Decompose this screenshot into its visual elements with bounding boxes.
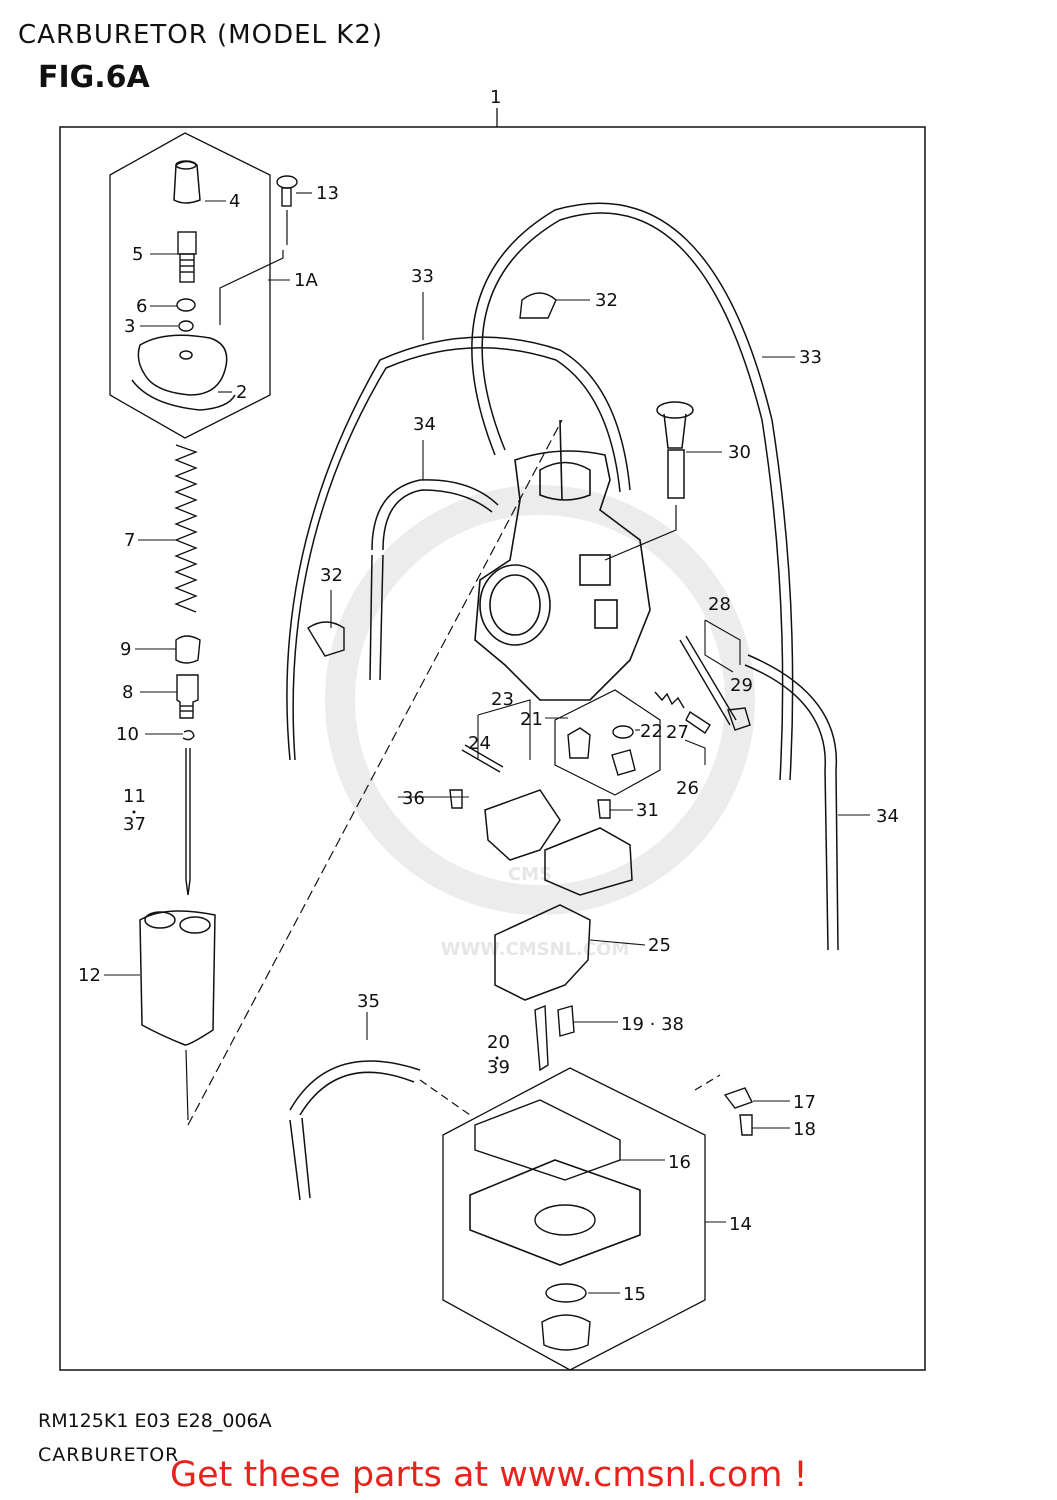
float-chamber-group-outline (442, 1067, 706, 1371)
gasket-16 (474, 1099, 621, 1181)
callout-25: 25 (648, 935, 671, 956)
leader-lines (104, 192, 870, 1294)
callout-7: 7 (124, 530, 135, 551)
callout-20: 20 (487, 1032, 510, 1053)
float-chamber-part (469, 1159, 641, 1266)
callout-5: 5 (132, 244, 143, 265)
page-title: CARBURETOR (MODEL K2) (18, 20, 384, 50)
callout-11: 11 (123, 786, 146, 807)
o-ring-15 (545, 1283, 587, 1303)
diagram-caption: CARBURETOR (38, 1444, 180, 1466)
spring-part (174, 444, 198, 613)
callout-15: 15 (623, 1284, 646, 1305)
callout-1A: 1A (294, 270, 318, 291)
callout-21: 21 (520, 709, 543, 730)
washer-part (178, 320, 194, 332)
callout-8: 8 (122, 682, 133, 703)
drain-hose-35 (289, 1060, 421, 1116)
hose-clamp-32a (519, 292, 557, 319)
air-screw-part (656, 401, 694, 499)
callout-10: 10 (116, 724, 139, 745)
callout-36: 36 (402, 788, 425, 809)
callout-35: 35 (357, 991, 380, 1012)
watermark: CMS WWW.CMSNL.COM (325, 485, 755, 960)
main-jet-part (557, 1005, 575, 1037)
screw-18 (739, 1114, 753, 1136)
callout-18: 18 (793, 1119, 816, 1140)
callout-1: 1 (490, 87, 501, 108)
callout-17: 17 (793, 1092, 816, 1113)
callout-32-top: 32 (595, 290, 618, 311)
promo-link[interactable]: Get these parts at www.cmsnl.com ! (170, 1455, 808, 1495)
pilot-jet-part (567, 727, 591, 759)
screw-part (276, 175, 298, 207)
callout-32-left: 32 (320, 565, 343, 586)
vent-hose-33a (286, 336, 631, 761)
vent-hose-33b (481, 212, 784, 781)
callout-23: 23 (491, 689, 514, 710)
callout-24: 24 (468, 733, 491, 754)
screw-36 (449, 789, 463, 809)
needle-valve-part (544, 827, 633, 896)
callout-3: 3 (124, 316, 135, 337)
callout-22: 22 (640, 721, 663, 742)
pilot-spring-part (654, 691, 685, 709)
callout-2: 2 (236, 382, 247, 403)
idle-screw-part (679, 635, 737, 726)
bracket-17 (723, 1087, 753, 1109)
figure-label: FIG.6A (38, 60, 150, 95)
callout-6: 6 (136, 296, 147, 317)
callout-34-left: 34 (413, 414, 436, 435)
top-cover-part (131, 334, 236, 411)
needle-jet-part (534, 1004, 549, 1072)
baffle-plate-part (494, 904, 591, 1001)
callout-30: 30 (728, 442, 751, 463)
callout-28: 28 (708, 594, 731, 615)
callout-13: 13 (316, 183, 339, 204)
jet-group-outline (554, 689, 661, 796)
float-pin-part (461, 744, 504, 773)
diagram-code: RM125K1 E03 E28_006A (38, 1410, 272, 1432)
callout-33-left: 33 (411, 266, 434, 287)
callout-39: 39 (487, 1057, 510, 1078)
float-part (484, 789, 561, 861)
o-ring-22 (612, 725, 634, 739)
watermark-url: WWW.CMSNL.COM (441, 939, 630, 960)
nut-part (176, 298, 196, 312)
callout-26: 26 (676, 778, 699, 799)
callout-19-38: 19 · 38 (621, 1014, 684, 1035)
callout-29: 29 (730, 675, 753, 696)
assembly-frame (59, 126, 926, 1371)
needle-clip (182, 729, 195, 741)
carburetor-body (474, 419, 651, 701)
pilot-screw-part (685, 710, 711, 734)
watermark-logo: CMS (508, 864, 552, 885)
top-cap-group-outline (109, 132, 271, 439)
callout-33-right: 33 (799, 347, 822, 368)
needle-holder-part (176, 674, 199, 719)
overflow-hose-34b (744, 664, 829, 951)
idle-nut-part (727, 707, 751, 731)
needle-clip-seat (175, 635, 201, 664)
callout-34-right: 34 (876, 806, 899, 827)
callout-31: 31 (636, 800, 659, 821)
hose-clamp-32b (307, 621, 345, 657)
overflow-hose-34a (371, 479, 499, 551)
callout-9: 9 (120, 639, 131, 660)
callout-14: 14 (729, 1214, 752, 1235)
jet-needle-part (185, 748, 191, 896)
callout-16: 16 (668, 1152, 691, 1173)
cap-part (173, 160, 201, 204)
throttle-valve-part (139, 910, 216, 1046)
adjuster-part (177, 231, 197, 283)
callout-4: 4 (229, 191, 240, 212)
callout-12: 12 (78, 965, 101, 986)
main-jet-holder (611, 749, 636, 776)
callout-27: 27 (666, 722, 689, 743)
drain-plug-part (541, 1314, 591, 1351)
callout-37: 37 (123, 814, 146, 835)
screw-31 (597, 799, 611, 819)
